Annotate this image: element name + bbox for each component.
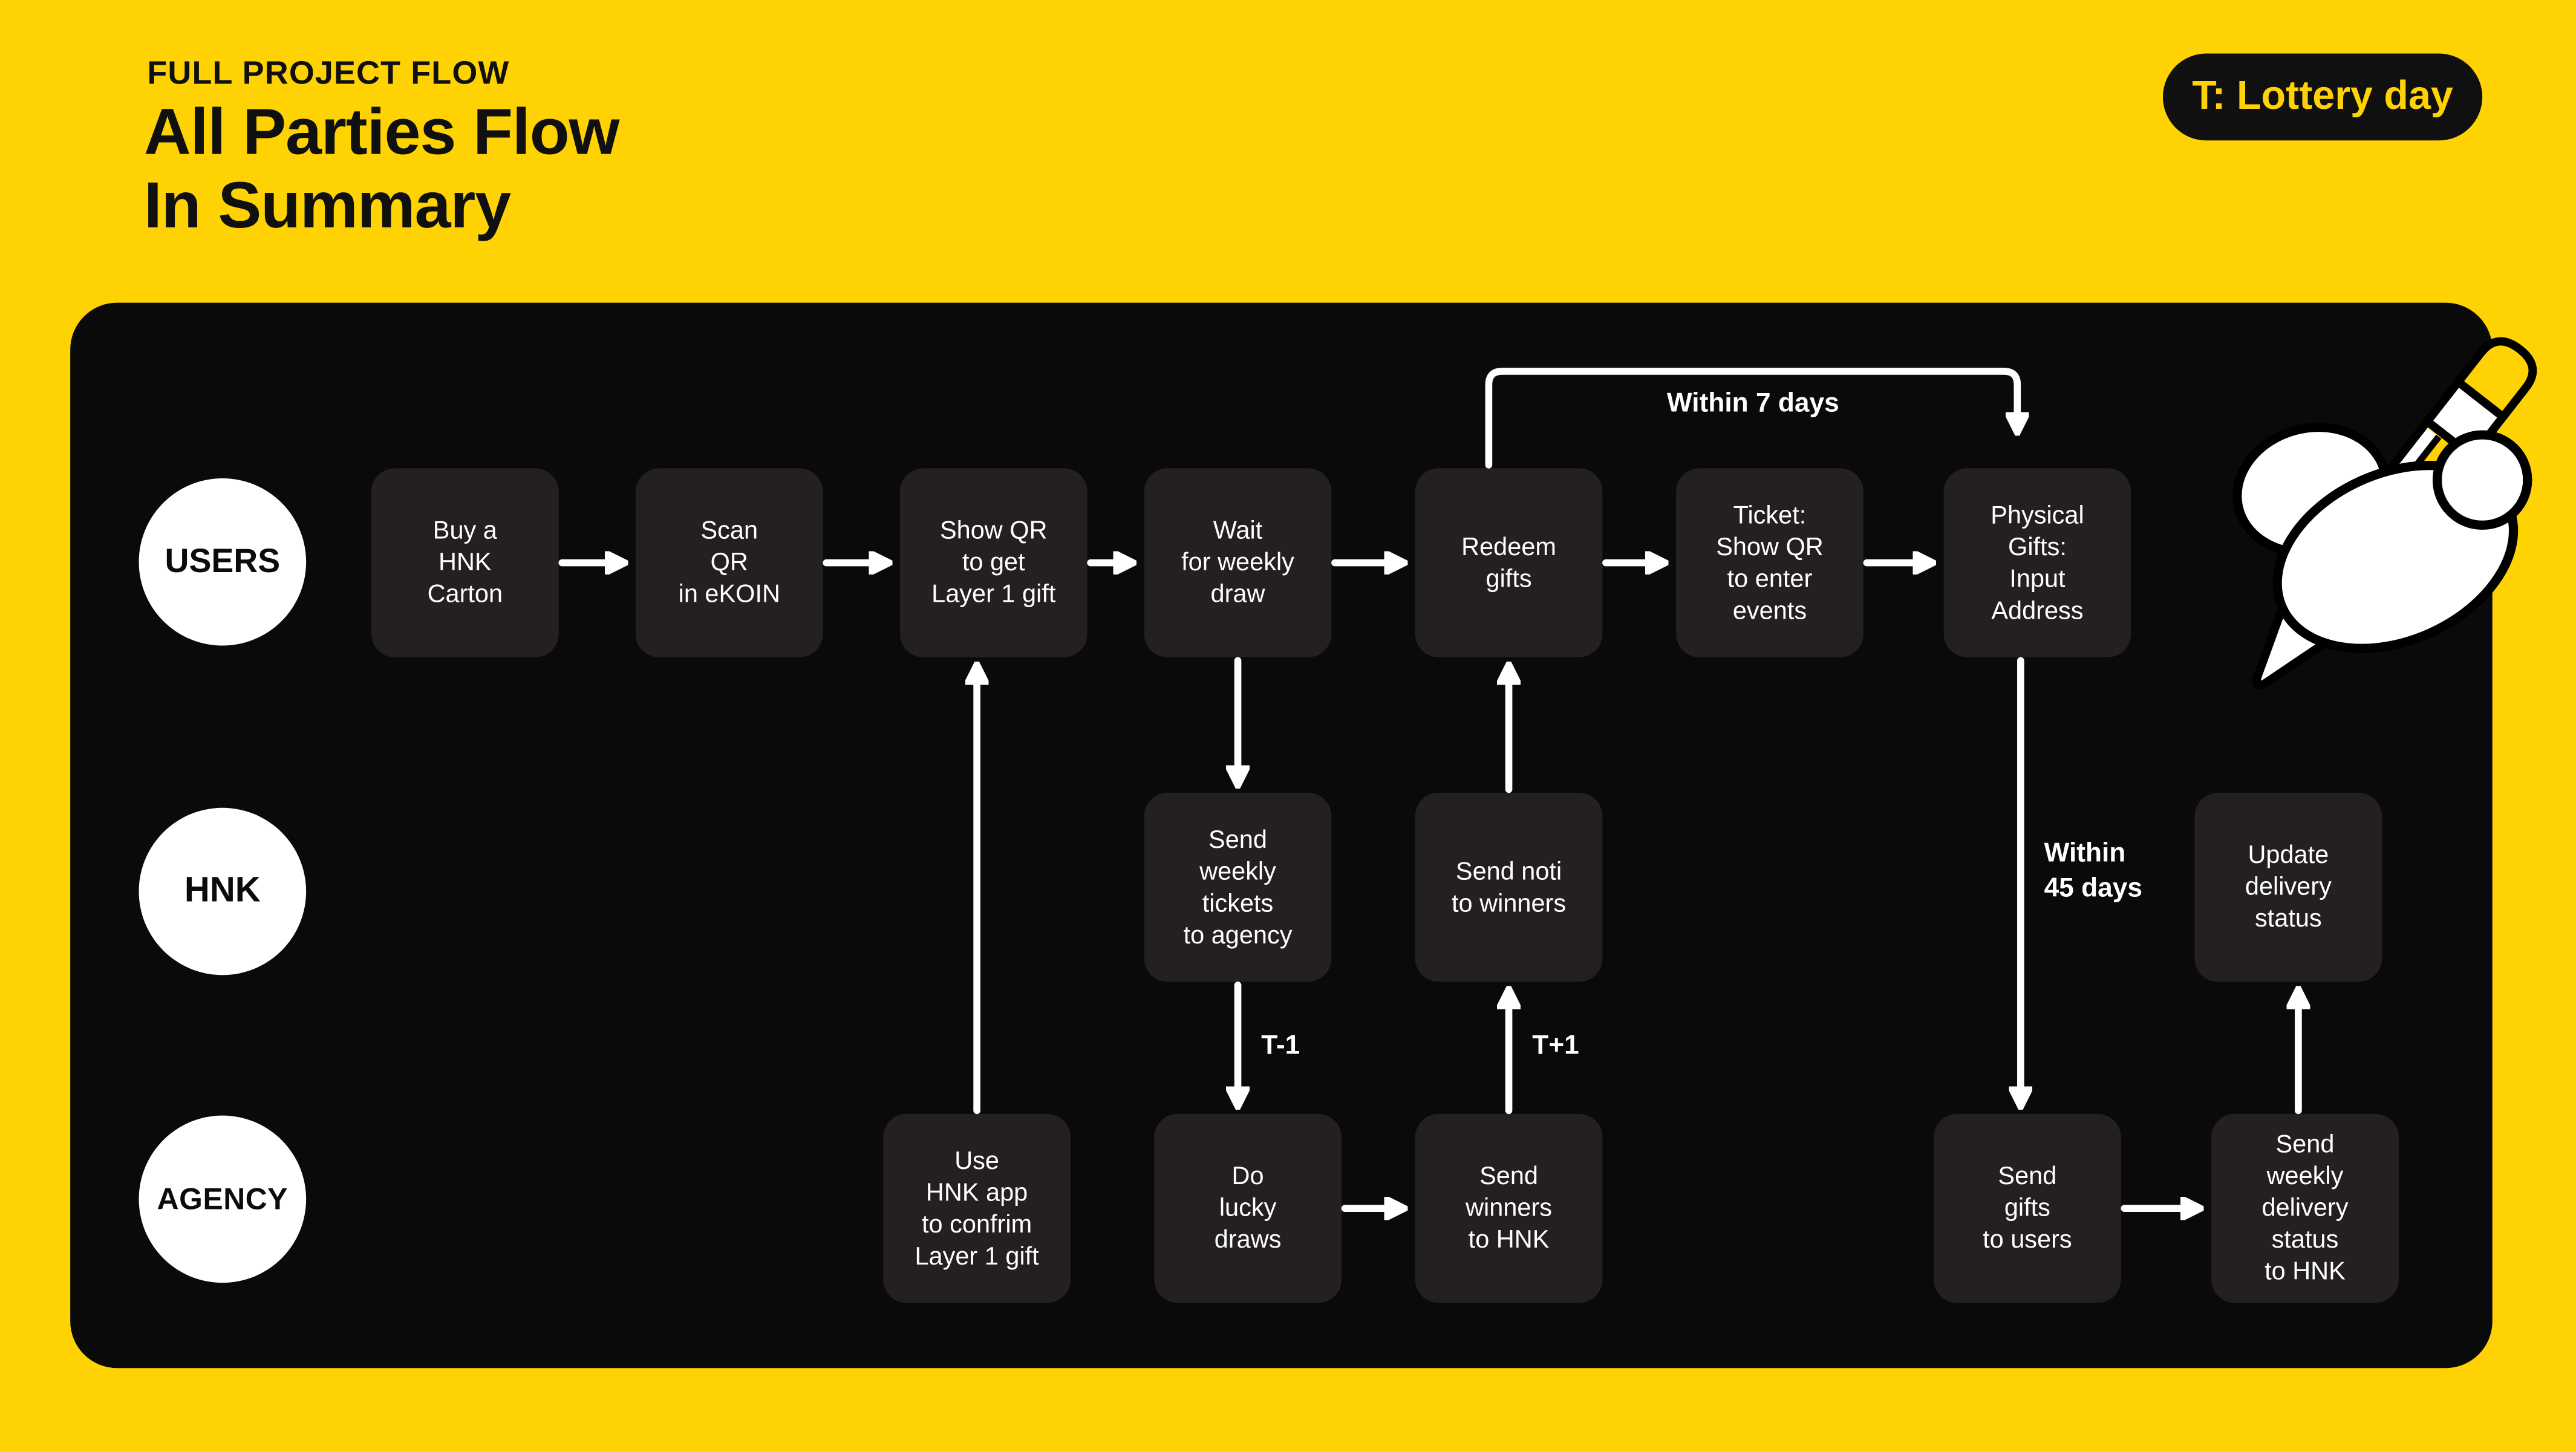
lane-badge-users: USERS	[139, 478, 307, 646]
page-title-line2: In Summary	[143, 171, 511, 243]
flow-step-scan-qr: Scan QR in eKOIN	[635, 468, 823, 657]
flow-panel: USERS HNK AGENCY Buy a HNK Carton Scan Q…	[70, 302, 2537, 1369]
flow-step-send-gifts: Send gifts to users	[1934, 1113, 2121, 1303]
page-title-line1: All Parties Flow	[143, 97, 620, 169]
lane-badge-hnk: HNK	[139, 807, 307, 975]
lane-badge-agency: AGENCY	[139, 1115, 307, 1283]
pencil-hand-icon	[2232, 337, 2537, 689]
flow-step-send-tickets: Send weekly tickets to agency	[1144, 792, 1332, 982]
flow-step-ticket-events: Ticket: Show QR to enter events	[1676, 468, 1864, 657]
flow-step-confirm-gift: Use HNK app to confrim Layer 1 gift	[883, 1113, 1071, 1303]
label-t-plus-1: T+1	[1532, 1032, 1579, 1061]
flow-step-send-delivery-status: Send weekly delivery status to HNK	[2211, 1113, 2399, 1303]
label-t-minus-1: T-1	[1261, 1032, 1300, 1061]
page-kicker: FULL PROJECT FLOW	[147, 55, 510, 93]
flow-step-wait-draw: Wait for weekly draw	[1144, 468, 1332, 657]
hand-fist-shape	[2272, 430, 2532, 653]
lottery-day-badge: T: Lottery day	[2162, 53, 2483, 141]
flow-step-update-status: Update delivery status	[2194, 792, 2382, 982]
label-within-7-days: Within 7 days	[1666, 389, 1839, 418]
flow-step-buy-carton: Buy a HNK Carton	[371, 468, 559, 657]
page-title: All Parties Flow In Summary	[143, 97, 620, 244]
label-within-45-days: Within 45 days	[2044, 839, 2142, 903]
flow-step-physical-gifts: Physical Gifts: Input Address	[1943, 468, 2131, 657]
flow-step-send-winners: Send winners to HNK	[1415, 1113, 1603, 1303]
flow-step-show-qr: Show QR to get Layer 1 gift	[899, 468, 1087, 657]
flow-step-lucky-draws: Do lucky draws	[1154, 1113, 1342, 1303]
flow-step-send-noti: Send noti to winners	[1415, 792, 1603, 982]
flow-step-redeem-gifts: Redeem gifts	[1415, 468, 1603, 657]
